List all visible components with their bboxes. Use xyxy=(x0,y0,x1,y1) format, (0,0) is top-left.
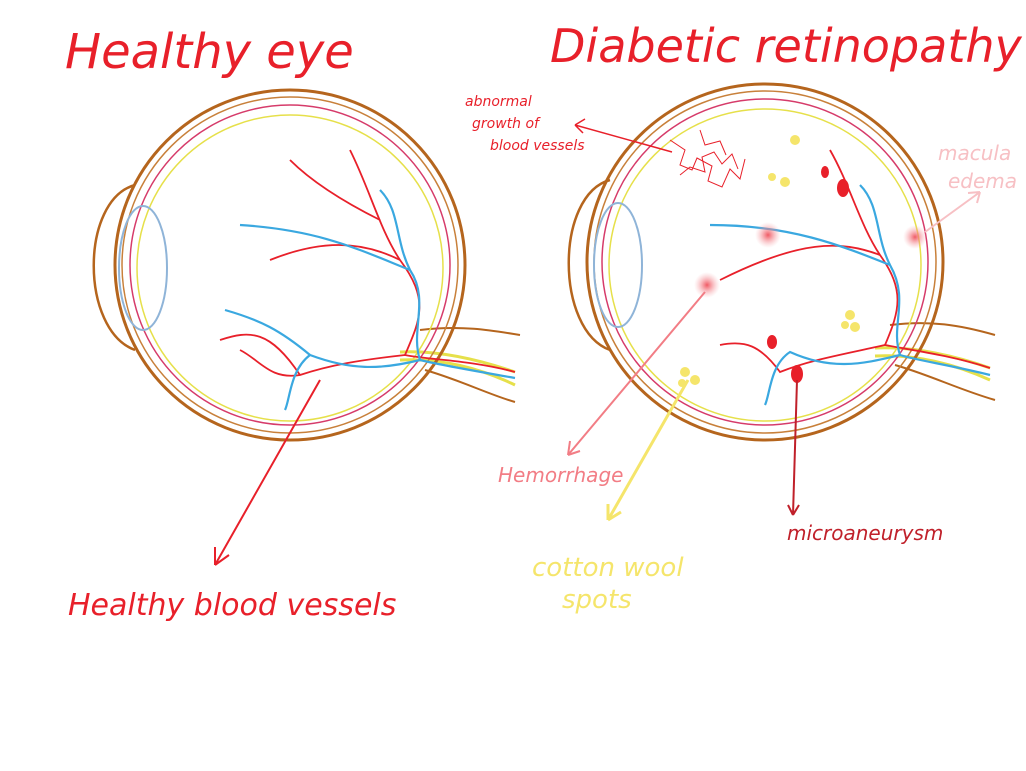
abnormal-vessels xyxy=(669,129,746,188)
cornea xyxy=(567,178,611,352)
arrow-healthy-vessels xyxy=(214,379,321,566)
label-abnormal-3: blood vessels xyxy=(490,138,585,154)
lens xyxy=(118,205,168,331)
cornea xyxy=(92,183,136,352)
arrow-cotton xyxy=(606,379,690,522)
label-microaneurysm: microaneurysm xyxy=(787,521,943,545)
label-cotton-2: spots xyxy=(562,585,632,615)
label-abnormal-1: abnormal xyxy=(465,94,532,110)
sclera xyxy=(113,88,467,442)
hemorrhages xyxy=(694,222,927,298)
cotton-wool-spots xyxy=(678,135,860,387)
label-hemorrhage: Hemorrhage xyxy=(498,463,623,487)
diabetic-eye xyxy=(567,82,996,442)
arrow-microaneurysm xyxy=(787,379,800,516)
choroid xyxy=(608,108,922,422)
healthy-title: Healthy eye xyxy=(65,24,354,80)
arrow-macular xyxy=(924,191,981,233)
label-healthy-vessels: Healthy blood vessels xyxy=(68,588,396,623)
microaneurysms xyxy=(767,166,849,383)
lens xyxy=(593,202,643,328)
optic-nerve xyxy=(419,326,521,403)
label-macular-2: edema xyxy=(948,169,1017,193)
sclera xyxy=(585,82,945,442)
healthy-eye xyxy=(92,88,521,442)
label-macular-1: macula xyxy=(938,141,1011,165)
annotation-arrows xyxy=(214,118,981,566)
healthy-arteries xyxy=(219,149,516,377)
retina xyxy=(601,98,929,426)
arrow-hemorrhage xyxy=(567,291,706,456)
diabetic-veins xyxy=(709,184,991,406)
choroid xyxy=(136,114,444,422)
retina xyxy=(129,104,451,426)
arrow-abnormal xyxy=(574,118,673,153)
diabetic-title: Diabetic retinopathy xyxy=(550,19,1023,73)
label-cotton-1: cotton wool xyxy=(532,553,684,583)
label-abnormal-2: growth of xyxy=(472,116,541,132)
healthy-veins xyxy=(224,189,516,411)
